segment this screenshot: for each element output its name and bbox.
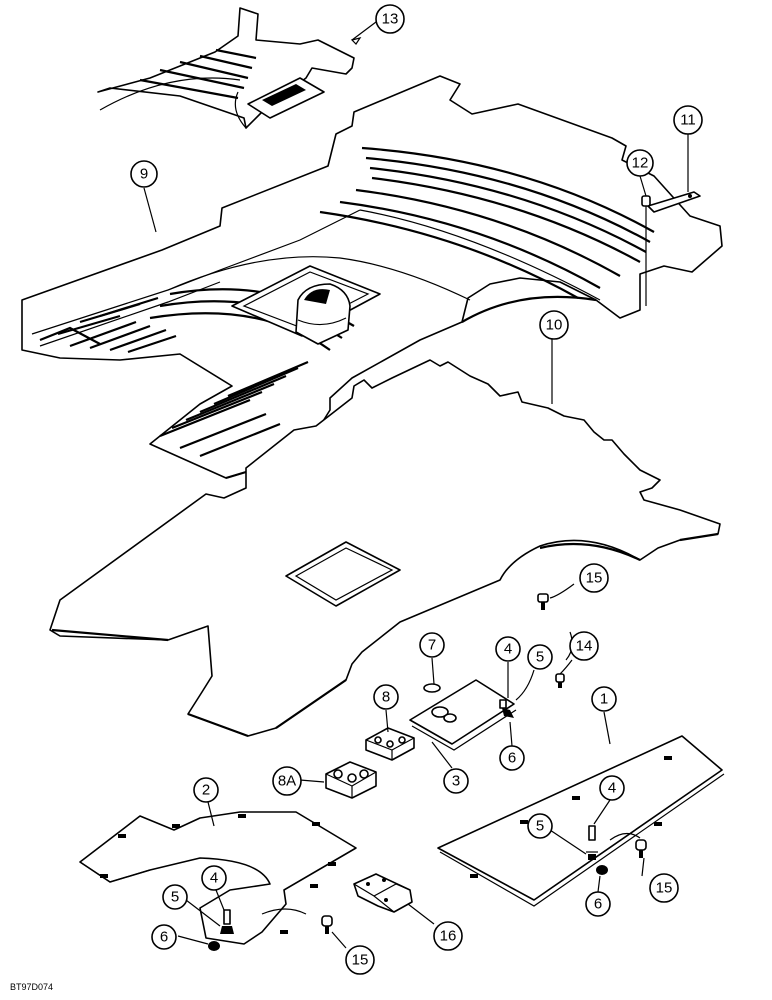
callout-15-left-label: 15 bbox=[352, 952, 369, 969]
part-8a-grommet bbox=[325, 761, 377, 799]
callout-4-right: 4 bbox=[599, 775, 625, 801]
callout-11: 11 bbox=[673, 105, 703, 135]
callout-8a: 8A bbox=[272, 766, 302, 796]
callout-15-right-label: 15 bbox=[656, 880, 673, 897]
callout-15-upper: 15 bbox=[579, 563, 609, 593]
part-9-floor-mat bbox=[21, 75, 723, 480]
callout-4-right-label: 4 bbox=[608, 780, 616, 797]
callout-13-label: 13 bbox=[382, 11, 399, 28]
callout-5-upper: 5 bbox=[527, 644, 553, 670]
callout-5-upper-label: 5 bbox=[536, 649, 544, 666]
callout-5-left: 5 bbox=[162, 884, 188, 910]
leader-lines bbox=[143, 21, 689, 949]
part-13-upper-mat bbox=[97, 7, 355, 129]
callout-9-label: 9 bbox=[140, 166, 148, 183]
drawing-code: BT97D074 bbox=[10, 982, 53, 992]
part-14-screw bbox=[555, 673, 565, 688]
callout-16-label: 16 bbox=[440, 928, 457, 945]
callout-2-label: 2 bbox=[202, 782, 210, 799]
callout-11-label: 11 bbox=[680, 112, 696, 129]
callout-4-left: 4 bbox=[201, 865, 227, 891]
callout-4-left-label: 4 bbox=[210, 870, 218, 887]
callout-8a-label: 8A bbox=[278, 773, 296, 790]
callout-6-upper: 6 bbox=[499, 745, 525, 771]
callout-8: 8 bbox=[373, 684, 399, 710]
callout-15-upper-label: 15 bbox=[586, 570, 603, 587]
callout-4-upper-label: 4 bbox=[504, 641, 512, 658]
callout-12-label: 12 bbox=[632, 155, 649, 172]
callout-10-label: 10 bbox=[546, 317, 563, 334]
callout-4-upper: 4 bbox=[495, 636, 521, 662]
callout-15-left: 15 bbox=[345, 945, 375, 975]
callout-3-label: 3 bbox=[452, 773, 460, 790]
callout-14-label: 14 bbox=[576, 638, 593, 655]
callout-6-upper-label: 6 bbox=[508, 750, 516, 767]
callout-16: 16 bbox=[433, 921, 463, 951]
part-16-bracket bbox=[353, 873, 413, 913]
callout-13: 13 bbox=[375, 4, 405, 34]
part-2-access-plate bbox=[79, 811, 357, 951]
part-1-access-plate bbox=[437, 735, 725, 907]
callout-9: 9 bbox=[130, 160, 158, 188]
callout-15-right: 15 bbox=[649, 873, 679, 903]
part-8-grommet bbox=[365, 727, 415, 761]
callout-6-right: 6 bbox=[585, 891, 611, 917]
callout-10: 10 bbox=[539, 310, 569, 340]
callout-7: 7 bbox=[419, 632, 445, 658]
callout-6-left: 6 bbox=[151, 924, 177, 950]
part-7-plug bbox=[423, 683, 441, 693]
hardware-set-a bbox=[499, 699, 514, 718]
callout-3: 3 bbox=[443, 768, 469, 794]
callout-6-right-label: 6 bbox=[594, 896, 602, 913]
callout-1-label: 1 bbox=[600, 691, 608, 708]
part-10-insulation-mat bbox=[49, 359, 721, 738]
callout-12: 12 bbox=[626, 149, 654, 177]
part-3-cover-plate bbox=[409, 679, 517, 751]
callout-6-left-label: 6 bbox=[160, 929, 168, 946]
callout-14: 14 bbox=[569, 631, 599, 661]
callout-5-left-label: 5 bbox=[171, 889, 179, 906]
callout-5-right-label: 5 bbox=[536, 818, 544, 835]
callout-7-label: 7 bbox=[428, 637, 436, 654]
callout-2: 2 bbox=[193, 777, 219, 803]
part-11-bracket bbox=[647, 191, 701, 213]
callout-8-label: 8 bbox=[382, 689, 390, 706]
callout-5-right: 5 bbox=[527, 813, 553, 839]
callout-1: 1 bbox=[591, 686, 617, 712]
part-15-screw-upper bbox=[537, 593, 549, 610]
